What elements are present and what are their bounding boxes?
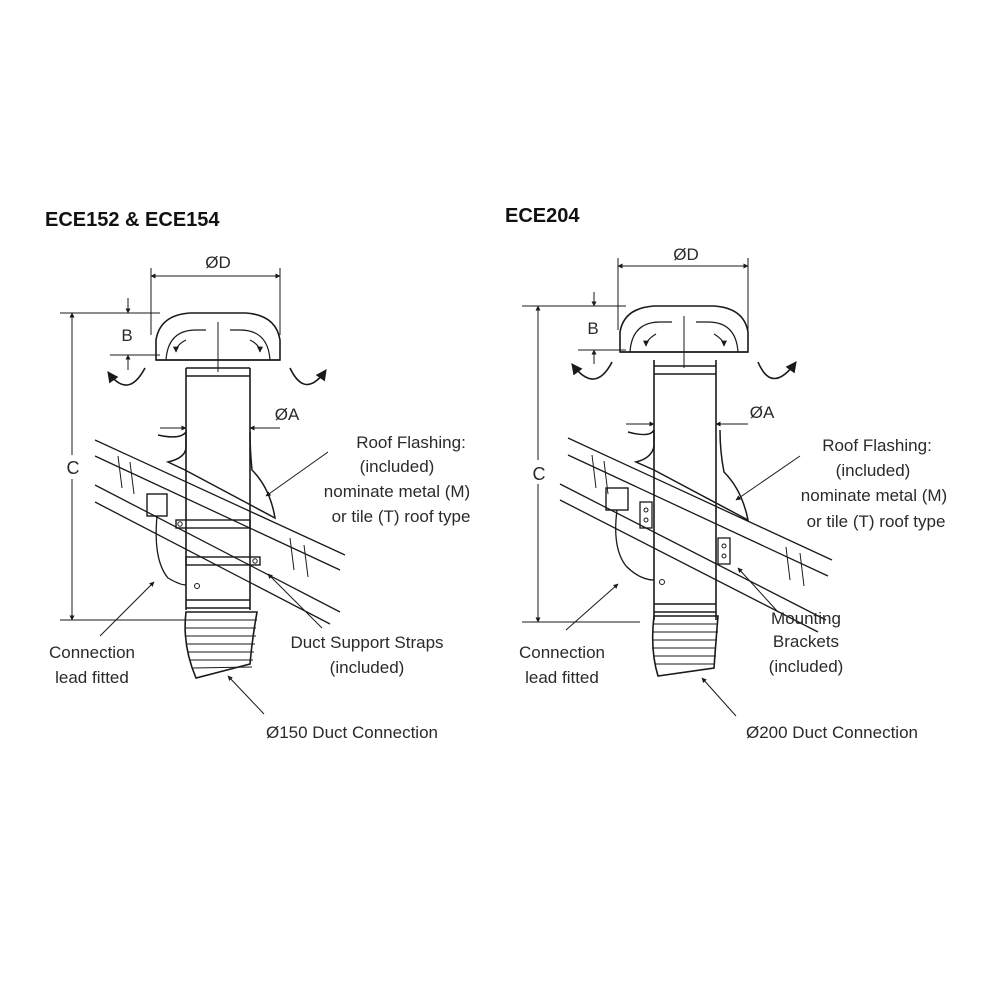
left-roof: [94, 439, 346, 625]
left-duct-label: Ø150 Duct Connection: [266, 723, 438, 742]
svg-text:Mounting: Mounting: [771, 609, 841, 628]
right-brackets-label: Mounting Brackets (included): [769, 609, 844, 676]
left-airflow-arrows: [107, 339, 327, 386]
svg-text:lead fitted: lead fitted: [55, 668, 129, 687]
svg-text:(included): (included): [836, 461, 911, 480]
svg-text:Brackets: Brackets: [773, 632, 839, 651]
svg-text:(included): (included): [360, 457, 435, 476]
left-roof-flashing: [157, 429, 276, 520]
svg-text:or tile (T) roof type: or tile (T) roof type: [332, 507, 471, 526]
right-duct-leader: [701, 677, 737, 717]
left-duct-leader: [227, 675, 265, 715]
left-connection-label: Connection lead fitted: [49, 643, 135, 687]
left-title: ECE152 & ECE154: [45, 209, 220, 231]
right-flexible-duct: [651, 615, 719, 677]
left-label-b: B: [121, 326, 132, 345]
right-roof-flashing: [627, 429, 750, 522]
right-connection-lead: [565, 487, 665, 631]
svg-text:Roof Flashing:: Roof Flashing:: [822, 436, 932, 455]
right-title: ECE204: [505, 205, 580, 227]
svg-text:Roof Flashing:: Roof Flashing:: [356, 433, 466, 452]
right-dimension-a: ØA: [626, 403, 775, 427]
right-diagram: ECE204: [505, 205, 947, 742]
left-straps-label: Duct Support Straps (included): [290, 633, 443, 677]
left-dimension-d: ØD: [150, 253, 281, 335]
svg-text:(included): (included): [769, 657, 844, 676]
right-connection-label: Connection lead fitted: [519, 643, 605, 687]
left-straps-leader: [267, 573, 323, 629]
right-label-c: C: [533, 464, 546, 484]
right-label-a: ØA: [750, 403, 775, 422]
right-airflow-arrows: [571, 333, 797, 380]
left-duct-pipe: [185, 367, 251, 610]
right-mounting-brackets: [639, 501, 731, 565]
left-dimension-b: B: [106, 298, 160, 370]
left-label-a: ØA: [275, 405, 300, 424]
left-connection-lead: [99, 493, 200, 637]
right-dimension-c: C: [522, 305, 640, 623]
svg-text:Duct Support Straps: Duct Support Straps: [290, 633, 443, 652]
left-flashing-label: Roof Flashing: (included) nominate metal…: [324, 433, 471, 526]
left-dimension-c: C: [60, 312, 186, 621]
left-diagram: ECE152 & ECE154: [45, 209, 470, 742]
right-duct-pipe: [653, 360, 717, 620]
svg-text:Connection: Connection: [49, 643, 135, 662]
right-label-b: B: [587, 319, 598, 338]
left-flashing-leader: [265, 451, 329, 497]
right-dimension-d: ØD: [617, 245, 749, 330]
left-dimension-a: ØA: [160, 405, 300, 431]
left-support-straps: [175, 519, 261, 566]
svg-text:or tile (T) roof type: or tile (T) roof type: [807, 512, 946, 531]
left-label-d: ØD: [205, 253, 231, 272]
right-label-d: ØD: [673, 245, 699, 264]
right-flashing-label: Roof Flashing: (included) nominate metal…: [801, 436, 947, 531]
svg-text:nominate metal (M): nominate metal (M): [801, 486, 947, 505]
right-duct-label: Ø200 Duct Connection: [746, 723, 918, 742]
left-label-c: C: [67, 458, 80, 478]
svg-text:lead fitted: lead fitted: [525, 668, 599, 687]
svg-text:(included): (included): [330, 658, 405, 677]
right-flashing-leader: [735, 455, 801, 501]
svg-text:nominate metal (M): nominate metal (M): [324, 482, 470, 501]
right-roof: [559, 437, 833, 633]
right-brackets-leader: [737, 567, 779, 613]
svg-text:Connection: Connection: [519, 643, 605, 662]
left-flexible-duct: [184, 611, 258, 679]
